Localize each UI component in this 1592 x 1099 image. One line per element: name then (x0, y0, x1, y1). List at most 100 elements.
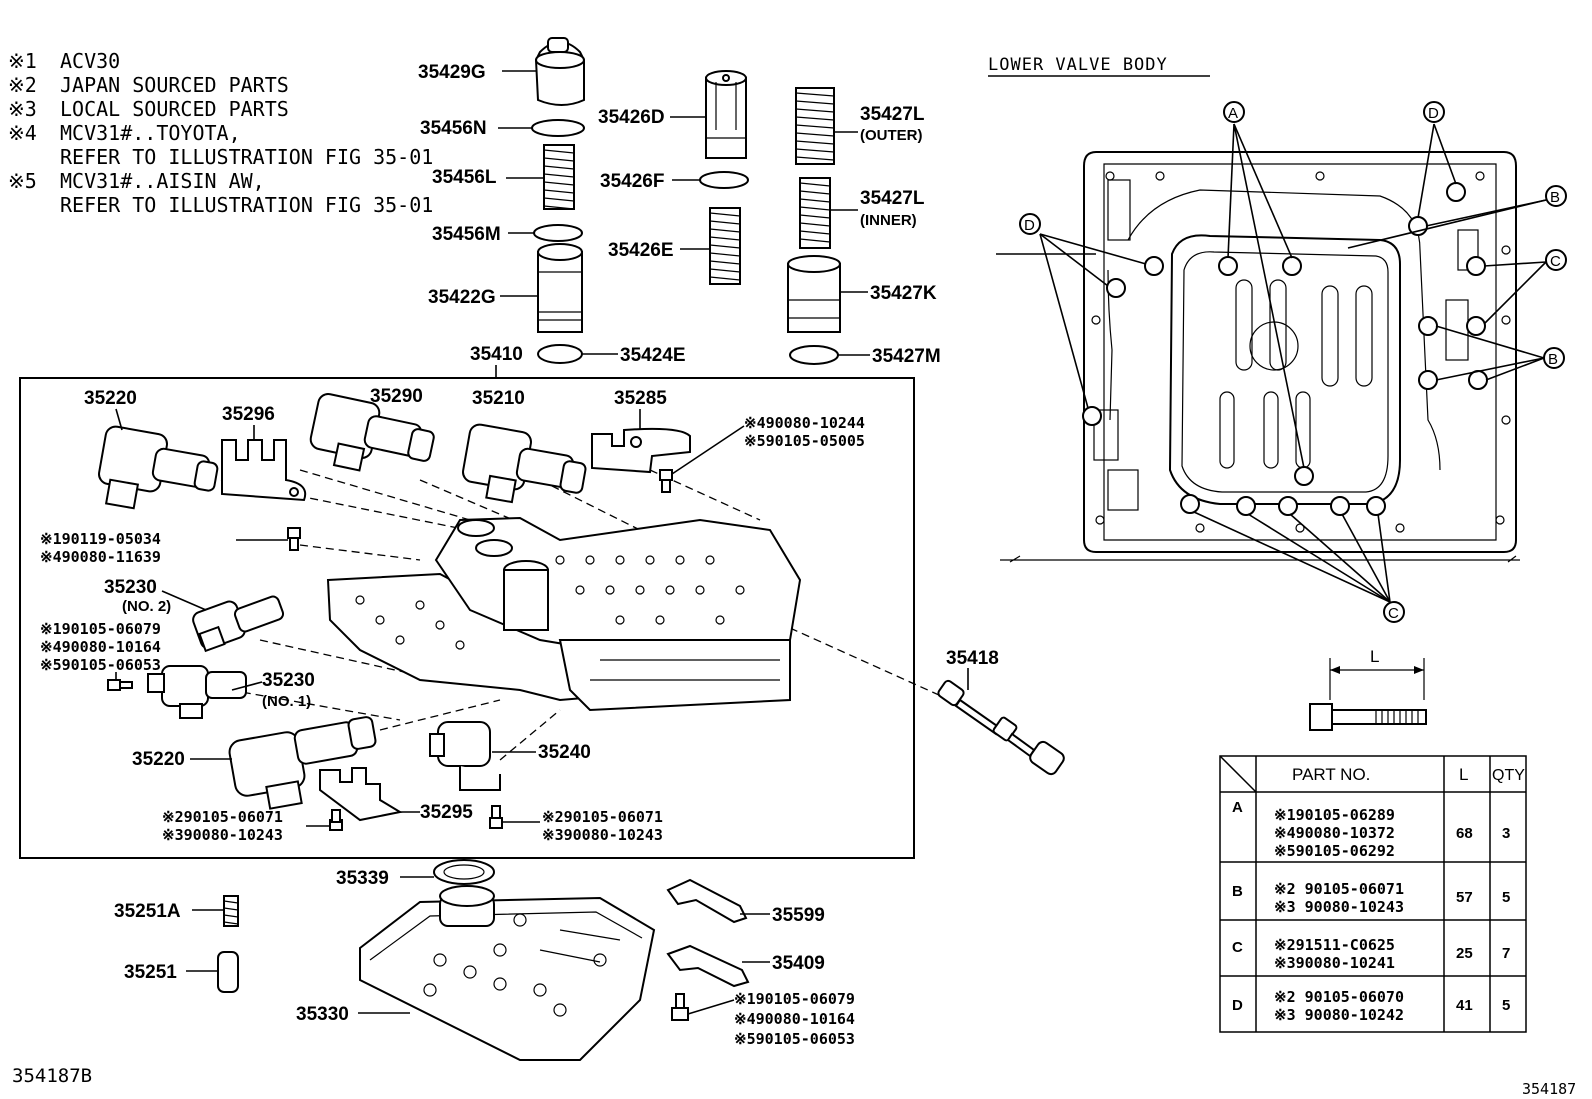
table-header-l: L (1459, 765, 1468, 784)
bolt-holes (1082, 182, 1488, 516)
label-35427K: 35427K (870, 283, 937, 304)
bolt-35296-part-1: ※190119-05034 (40, 530, 161, 548)
bolt-35240-part-1: ※290105-06071 (542, 808, 663, 826)
note-5-sub: REFER TO ILLUSTRATION FIG 35-01 (60, 193, 433, 217)
callout-b-top-letter: B (1550, 189, 1560, 206)
footer-left-code: 354187B (12, 1065, 92, 1087)
label-35220-lower: 35220 (132, 749, 185, 770)
row-b-l: 57 (1456, 889, 1473, 906)
callout-b-right-letter: B (1548, 351, 1558, 368)
notes-legend: ※1 ACV30 ※2 JAPAN SOURCED PARTS ※3 LOCAL… (8, 49, 433, 217)
note-4-sub: REFER TO ILLUSTRATION FIG 35-01 (60, 145, 433, 169)
label-35220-upper: 35220 (84, 388, 137, 409)
row-c-part-1: ※291511-C0625 (1274, 936, 1395, 954)
spring-35427L-outer (795, 87, 858, 165)
callout-d-top-leaders (1417, 123, 1457, 219)
callout-c-right-leaders (1483, 261, 1547, 325)
label-35427M: 35427M (872, 346, 941, 367)
callout-d-top-letter: D (1428, 105, 1439, 122)
row-c-qty: 7 (1502, 945, 1510, 962)
label-35456M: 35456M (432, 224, 501, 245)
callout-b-top-leaders (1347, 199, 1547, 249)
note-4-mark: ※4 (8, 121, 37, 145)
label-35426E: 35426E (608, 240, 674, 261)
label-35290: 35290 (370, 386, 423, 407)
label-35418: 35418 (946, 648, 999, 669)
footer-right-code: 354187 (1522, 1080, 1576, 1098)
label-35424E: 35424E (620, 345, 686, 366)
bolt-35409-part-1: ※190105-06079 (734, 990, 855, 1008)
solenoid-35210 (462, 423, 587, 504)
bracket-35295 (319, 767, 403, 822)
bolt-dimension-figure (1309, 658, 1427, 731)
label-35230-no2: 35230 (104, 577, 157, 598)
label-35426F: 35426F (600, 171, 664, 192)
label-35456L: 35456L (432, 167, 497, 188)
row-d-qty: 5 (1502, 997, 1510, 1014)
bolt-35295 (306, 809, 343, 831)
label-35426D: 35426D (598, 107, 665, 128)
label-35285: 35285 (614, 388, 667, 409)
note-1-text: ACV30 (60, 49, 120, 73)
ball-35251 (186, 951, 239, 993)
label-35330: 35330 (296, 1004, 349, 1025)
callout-a-circle (1223, 101, 1245, 123)
bolt-35409-part-2: ※490080-10164 (734, 1010, 855, 1028)
spring-35456L (506, 144, 575, 210)
label-35456N: 35456N (420, 118, 487, 139)
solenoid-35220-lower (228, 716, 377, 810)
label-35295: 35295 (420, 802, 473, 823)
bolt-dim-label: L (1370, 647, 1379, 666)
clip-35599 (666, 878, 770, 924)
lower-valve-body-drawing (1000, 151, 1520, 563)
label-35422G: 35422G (428, 287, 496, 308)
row-d-key: D (1232, 997, 1243, 1014)
bolt-35409 (671, 993, 735, 1021)
assembly-frame-35410 (19, 377, 915, 859)
section-title: LOWER VALVE BODY (988, 55, 1168, 75)
bolt-35230 (107, 672, 133, 691)
label-35210: 35210 (472, 388, 525, 409)
label-35240: 35240 (538, 742, 591, 763)
row-c-l: 25 (1456, 945, 1473, 962)
clip-35409 (666, 944, 770, 988)
label-35429G: 35429G (418, 62, 486, 83)
label-35410: 35410 (470, 344, 523, 365)
table-header-qty: QTY (1492, 767, 1525, 784)
spring-35427L-inner (799, 177, 858, 249)
callout-c-bottom-circle (1383, 601, 1405, 623)
label-35427L-outer: 35427L (860, 104, 925, 125)
note-2-text: JAPAN SOURCED PARTS (60, 73, 289, 97)
row-b-key: B (1232, 883, 1243, 900)
row-b-qty: 5 (1502, 889, 1510, 906)
label-35339: 35339 (336, 868, 389, 889)
row-d-l: 41 (1456, 997, 1473, 1014)
row-a-qty: 3 (1502, 825, 1510, 842)
label-35427L-inner: 35427L (860, 188, 925, 209)
bolt-35230-part-1: ※190105-06079 (40, 620, 161, 638)
callout-a-leaders (1227, 123, 1305, 469)
bolt-35230-part-3: ※590105-06053 (40, 656, 161, 674)
label-outer: (OUTER) (860, 127, 923, 144)
note-2-mark: ※2 (8, 73, 37, 97)
solenoid-35230-no2 (192, 595, 285, 653)
row-b-part-2: ※3 90080-10243 (1274, 898, 1404, 916)
bolt-table (1219, 755, 1527, 1033)
o-ring-35426F (672, 171, 749, 189)
callout-b-right-circle (1543, 347, 1565, 369)
row-a-part-1: ※190105-06289 (1274, 806, 1395, 824)
solenoid-35220-upper (98, 425, 219, 510)
gasket-35339 (400, 859, 495, 885)
label-35251A: 35251A (114, 901, 181, 922)
o-ring-35424E (537, 344, 618, 364)
bolt-35285-part-1: ※490080-10244 (744, 414, 865, 432)
bolt-35285 (659, 425, 745, 493)
row-b-part-1: ※2 90105-06071 (1274, 880, 1404, 898)
note-4-text: MCV31#..TOYOTA, (60, 121, 241, 145)
bracket-35296 (221, 439, 307, 502)
oil-strainer-35330 (358, 885, 656, 1061)
callout-b-right-leaders (1435, 325, 1545, 381)
label-no2: (NO. 2) (122, 598, 171, 615)
table-header-part-no: PART NO. (1292, 765, 1370, 784)
